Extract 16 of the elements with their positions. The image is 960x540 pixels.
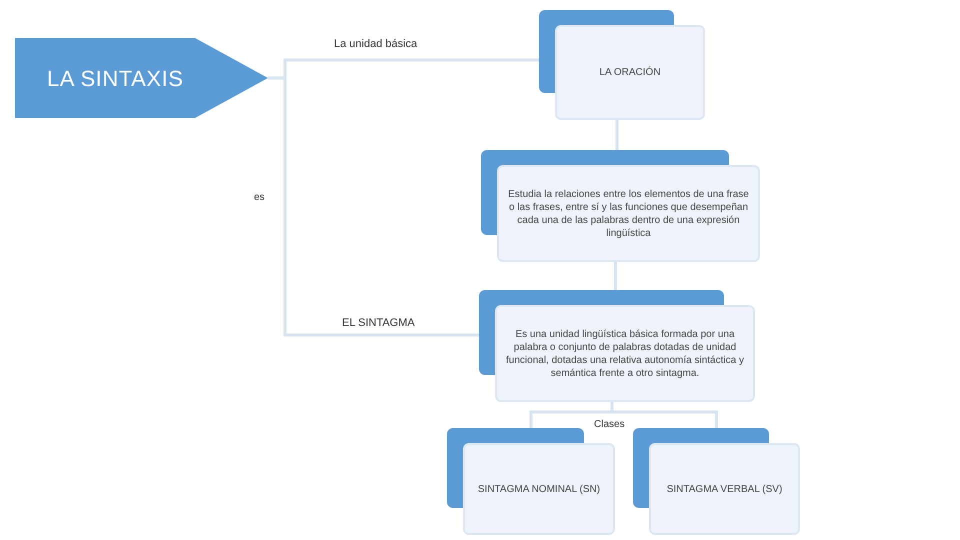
connector-line bbox=[610, 402, 718, 428]
card-text: SINTAGMA NOMINAL (SN) bbox=[478, 482, 600, 496]
connector-line bbox=[268, 76, 479, 336]
connector-line bbox=[616, 120, 618, 150]
pentagon-arrow bbox=[15, 38, 268, 118]
card-text: Estudia la relaciones entre los elementos de una frase o las frases, entre sí y las funciones que desempeñan cada una de las palabras dentro de una expresión lingüística bbox=[507, 188, 750, 240]
card-text: Es una unidad lingüística básica formada por una palabra o conjunto de palabras dotadas de unidad funcional, dotadas una relativa autonomía sintáctica y semántica frente a otro sintagma. bbox=[505, 328, 745, 380]
concept-card bbox=[555, 25, 705, 120]
concept-card bbox=[463, 443, 615, 535]
concept-card bbox=[495, 305, 755, 402]
card-text: SINTAGMA VERBAL (SV) bbox=[666, 482, 782, 496]
card-text: LA ORACIÓN bbox=[599, 65, 661, 80]
concept-card bbox=[497, 165, 760, 262]
connector-line bbox=[614, 262, 617, 290]
concept-card bbox=[649, 443, 800, 535]
title-text: LA SINTAXIS bbox=[47, 64, 184, 92]
